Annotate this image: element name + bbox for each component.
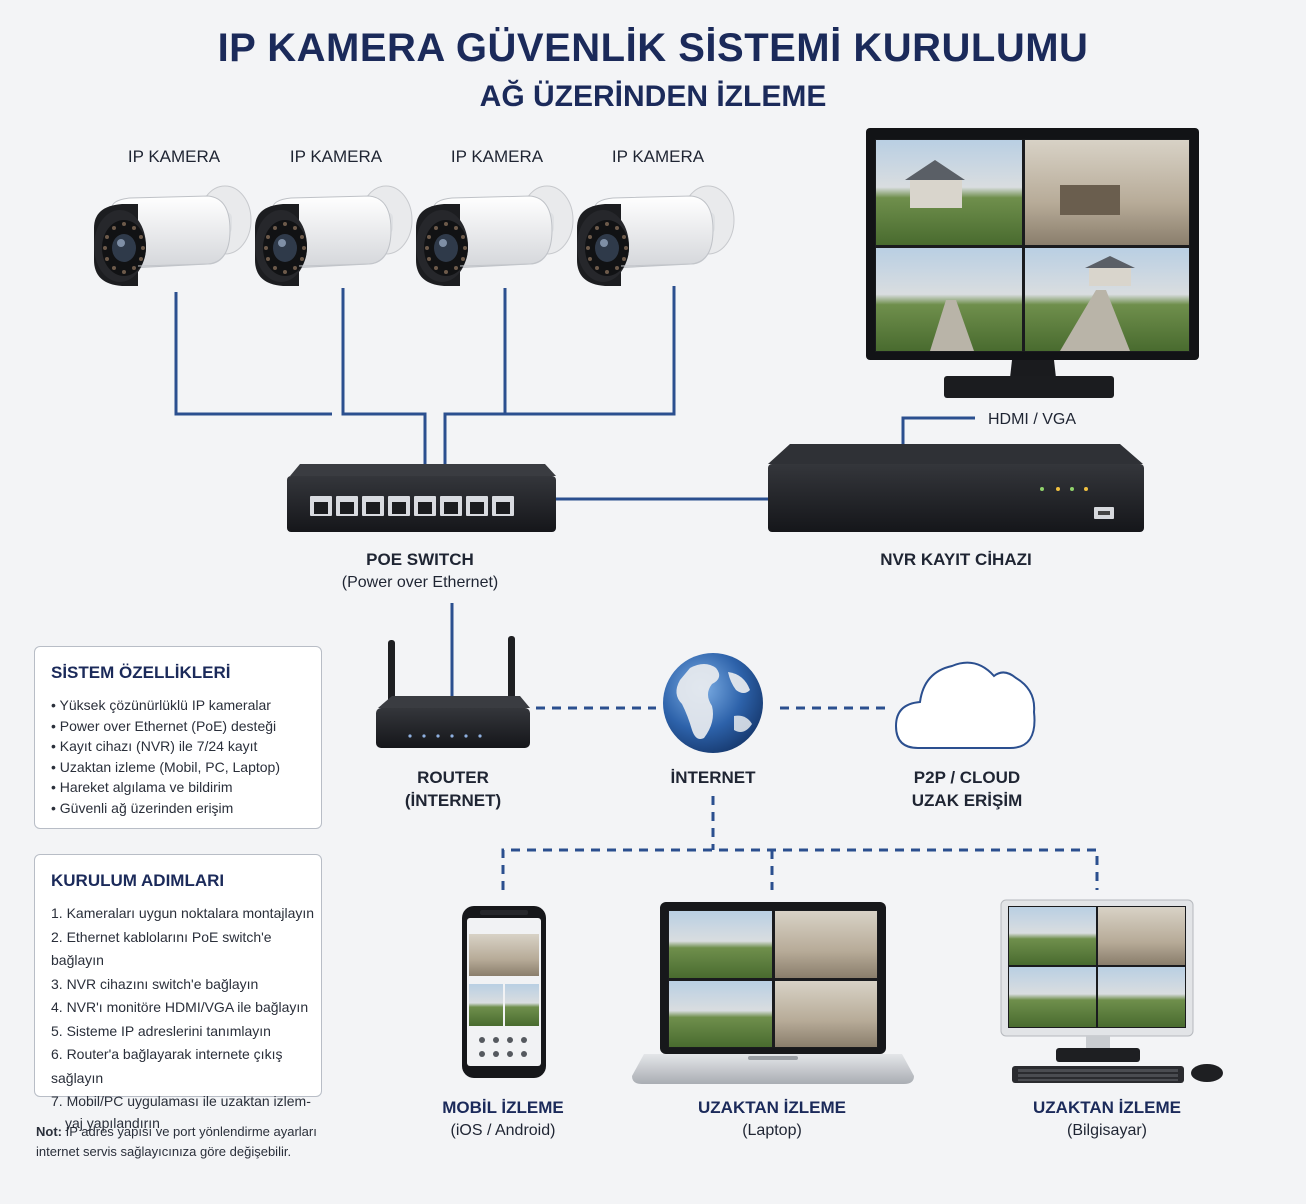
camera-3-label: IP KAMERA: [450, 147, 544, 166]
hdmi-vga-label: HDMI / VGA: [987, 411, 1076, 428]
nvr-title: NVR KAYIT CİHAZI: [880, 550, 1032, 569]
camera-2: [254, 185, 413, 287]
list-item: Yüksek çözünürlüklü IP kameralar: [51, 695, 321, 716]
list-item: Güvenli ağ üzerinden erişim: [51, 798, 321, 819]
list-item: 2. Ethernet kablolarını PoE switch'e bağ…: [51, 928, 272, 969]
features-panel: SİSTEM ÖZELLİKLERİ Yüksek çözünürlüklü I…: [34, 646, 322, 829]
nvr-recorder: [768, 444, 1144, 532]
note-line-2: internet servis sağlayıcınıza göre değiş…: [36, 1144, 292, 1159]
camera-1: [93, 185, 252, 287]
mobile-title: MOBİL İZLEME: [442, 1098, 564, 1117]
page-subtitle: AĞ ÜZERİNDEN İZLEME: [479, 80, 827, 113]
globe-icon: [663, 653, 763, 753]
note-prefix: Not:: [36, 1124, 62, 1139]
cloud-label-2: UZAK ERİŞİM: [911, 791, 1023, 810]
list-item: Power over Ethernet (PoE) desteği: [51, 716, 321, 737]
cloud-label-1: P2P / CLOUD: [913, 768, 1021, 787]
steps-title: KURULUM ADIMLARI: [51, 871, 225, 890]
cloud-icon: [894, 661, 1036, 749]
camera-1-label: IP KAMERA: [127, 147, 221, 166]
switch-subtitle: (Power over Ethernet): [341, 574, 499, 591]
poe-switch: [287, 464, 556, 532]
list-item: 5. Sisteme IP adreslerini tanımlayın: [51, 1022, 271, 1039]
smartphone: [462, 906, 546, 1078]
list-item: 4. NVR'ı monitöre HDMI/VGA ile bağlayın: [51, 999, 309, 1015]
features-list: Yüksek çözünürlüklü IP kameralar Power o…: [51, 695, 321, 818]
internet-label: İNTERNET: [670, 768, 756, 787]
laptop-title: UZAKTAN İZLEME: [698, 1098, 846, 1117]
monitor: [866, 128, 1199, 398]
list-item: Uzaktan izleme (Mobil, PC, Laptop): [51, 757, 321, 778]
footnote: Not: IP adres yapısı ve port yönlendirme…: [36, 1122, 356, 1162]
desktop-title: UZAKTAN İZLEME: [1033, 1098, 1181, 1117]
router-label-2: (İNTERNET): [404, 791, 502, 810]
steps-list: 1. Kameraları uygun noktalara montajlayı…: [51, 902, 321, 1132]
camera-3: [415, 185, 574, 287]
laptop: [632, 902, 914, 1084]
note-line-1: IP adres yapısı ve port yönlendirme ayar…: [65, 1124, 317, 1139]
camera-cables: [174, 286, 975, 700]
page-title: IP KAMERA GÜVENLİK SİSTEMİ KURULUMU: [217, 26, 1089, 70]
list-item: 3. NVR cihazını switch'e bağlayın: [51, 975, 259, 992]
camera-2-label: IP KAMERA: [289, 147, 383, 166]
mobile-subtitle: (iOS / Android): [450, 1122, 556, 1139]
internet-links: [501, 706, 1099, 890]
steps-panel: KURULUM ADIMLARI 1. Kameraları uygun nok…: [34, 854, 322, 1131]
list-item: 6. Router'a bağlayarak internete çıkış s…: [51, 1046, 283, 1086]
camera-4: [576, 185, 735, 287]
desktop-computer: [1000, 899, 1223, 1083]
features-title: SİSTEM ÖZELLİKLERİ: [51, 663, 231, 682]
router-label-1: ROUTER: [417, 768, 489, 787]
list-item: yaj yapılandırın: [65, 1114, 160, 1131]
list-item: Hareket algılama ve bildirim: [51, 777, 321, 798]
switch-title: POE SWITCH: [366, 550, 474, 569]
list-item: 7. Mobil/PC uygulaması ile uzaktan izlem…: [51, 1093, 311, 1109]
laptop-subtitle: (Laptop): [742, 1122, 802, 1139]
list-item: 1. Kameraları uygun noktalara montajlayı…: [51, 905, 315, 921]
router: [376, 636, 530, 748]
camera-4-label: IP KAMERA: [611, 147, 705, 166]
desktop-subtitle: (Bilgisayar): [1066, 1122, 1147, 1139]
list-item: Kayıt cihazı (NVR) ile 7/24 kayıt: [51, 736, 321, 757]
